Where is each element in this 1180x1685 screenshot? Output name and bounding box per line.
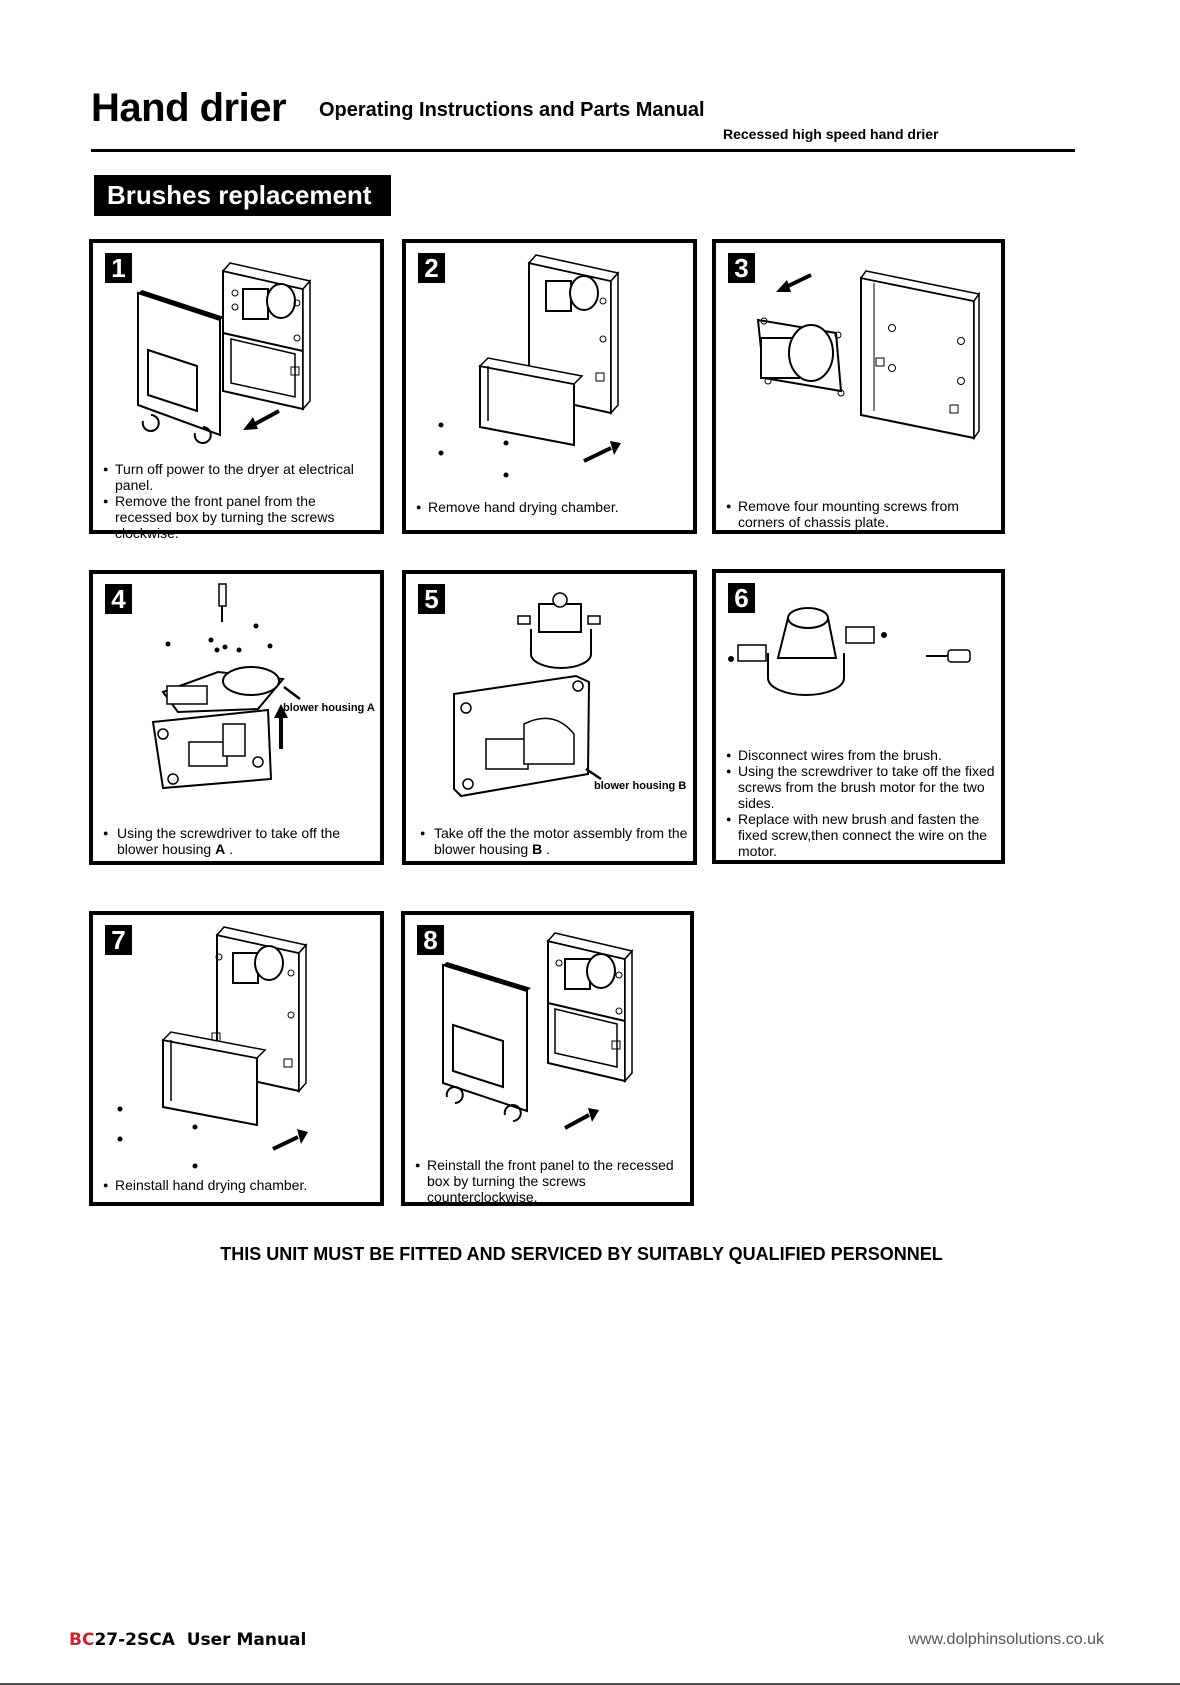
footer-model: BC27-2SCA User Manual [69, 1630, 306, 1650]
step-1-notes: Turn off power to the dryer at electrica… [103, 461, 373, 541]
step-2-notes: Remove hand drying chamber. [416, 499, 686, 515]
list-item: Using the screwdriver to take off the fi… [726, 763, 1001, 811]
step-4-illustration [93, 574, 380, 861]
page-title: Hand drier [91, 86, 286, 131]
header-divider [91, 149, 1075, 152]
section-heading: Brushes replacement [94, 175, 391, 216]
list-item: Disconnect wires from the brush. [726, 747, 1001, 763]
step-panel-5: 5 blower housing B ●Take off the the mot… [402, 570, 697, 865]
step-number-badge: 8 [417, 925, 444, 955]
step-panel-3: 3 Remove four mounting screws from corne… [712, 239, 1005, 534]
step-number-badge: 7 [105, 925, 132, 955]
step-4-notes: ●Using the screwdriver to take off the b… [103, 825, 373, 857]
step-7-notes: Reinstall hand drying chamber. [103, 1177, 373, 1193]
step-panel-2: 2 Remove hand drying chamber. [402, 239, 697, 534]
callout-label: blower housing B [594, 780, 686, 792]
list-item: ●Take off the the motor assembly from th… [420, 825, 690, 857]
list-item: Remove four mounting screws from corners… [726, 498, 996, 530]
callout-label: blower housing A [283, 702, 375, 714]
list-item: Reinstall hand drying chamber. [103, 1177, 373, 1193]
step-number-badge: 5 [418, 584, 445, 614]
list-item: ●Using the screwdriver to take off the b… [103, 825, 373, 857]
step-5-illustration [406, 574, 693, 861]
list-item: Replace with new brush and fasten the fi… [726, 811, 1001, 859]
model-prefix: BC [69, 1630, 94, 1650]
step-number-badge: 3 [728, 253, 755, 283]
step-panel-1: 1 Turn off power to the dryer at electri… [89, 239, 384, 534]
step-panel-8: 8 Reinstall the front panel to the reces… [401, 911, 694, 1206]
step-number-badge: 4 [105, 584, 132, 614]
list-item: Turn off power to the dryer at electrica… [103, 461, 373, 493]
step-2-illustration [406, 243, 693, 530]
step-panel-7: 7 Reinstall hand drying chamber. [89, 911, 384, 1206]
model-description: Recessed high speed hand drier [723, 126, 939, 142]
step-number-badge: 2 [418, 253, 445, 283]
list-item: Reinstall the front panel to the recesse… [415, 1157, 685, 1205]
step-3-illustration [716, 243, 1001, 530]
step-panel-4: 4 blower housing A ●Using the screwdrive… [89, 570, 384, 865]
step-panel-6: 6 Disconnect wires from the brush. Using… [712, 569, 1005, 864]
step-8-notes: Reinstall the front panel to the recesse… [415, 1157, 685, 1205]
step-7-illustration [93, 915, 380, 1202]
footer-website-link[interactable]: www.dolphinsolutions.co.uk [908, 1631, 1104, 1649]
safety-warning: THIS UNIT MUST BE FITTED AND SERVICED BY… [0, 1244, 1163, 1265]
step-6-notes: Disconnect wires from the brush. Using t… [726, 747, 1001, 859]
step-number-badge: 6 [728, 583, 755, 613]
model-name: 27-2SCA User Manual [94, 1630, 306, 1650]
step-3-notes: Remove four mounting screws from corners… [726, 498, 996, 530]
list-item: Remove the front panel from the recessed… [103, 493, 373, 541]
list-item: Remove hand drying chamber. [416, 499, 686, 515]
step-5-notes: ●Take off the the motor assembly from th… [420, 825, 690, 857]
page-subtitle: Operating Instructions and Parts Manual [319, 99, 705, 122]
step-number-badge: 1 [105, 253, 132, 283]
